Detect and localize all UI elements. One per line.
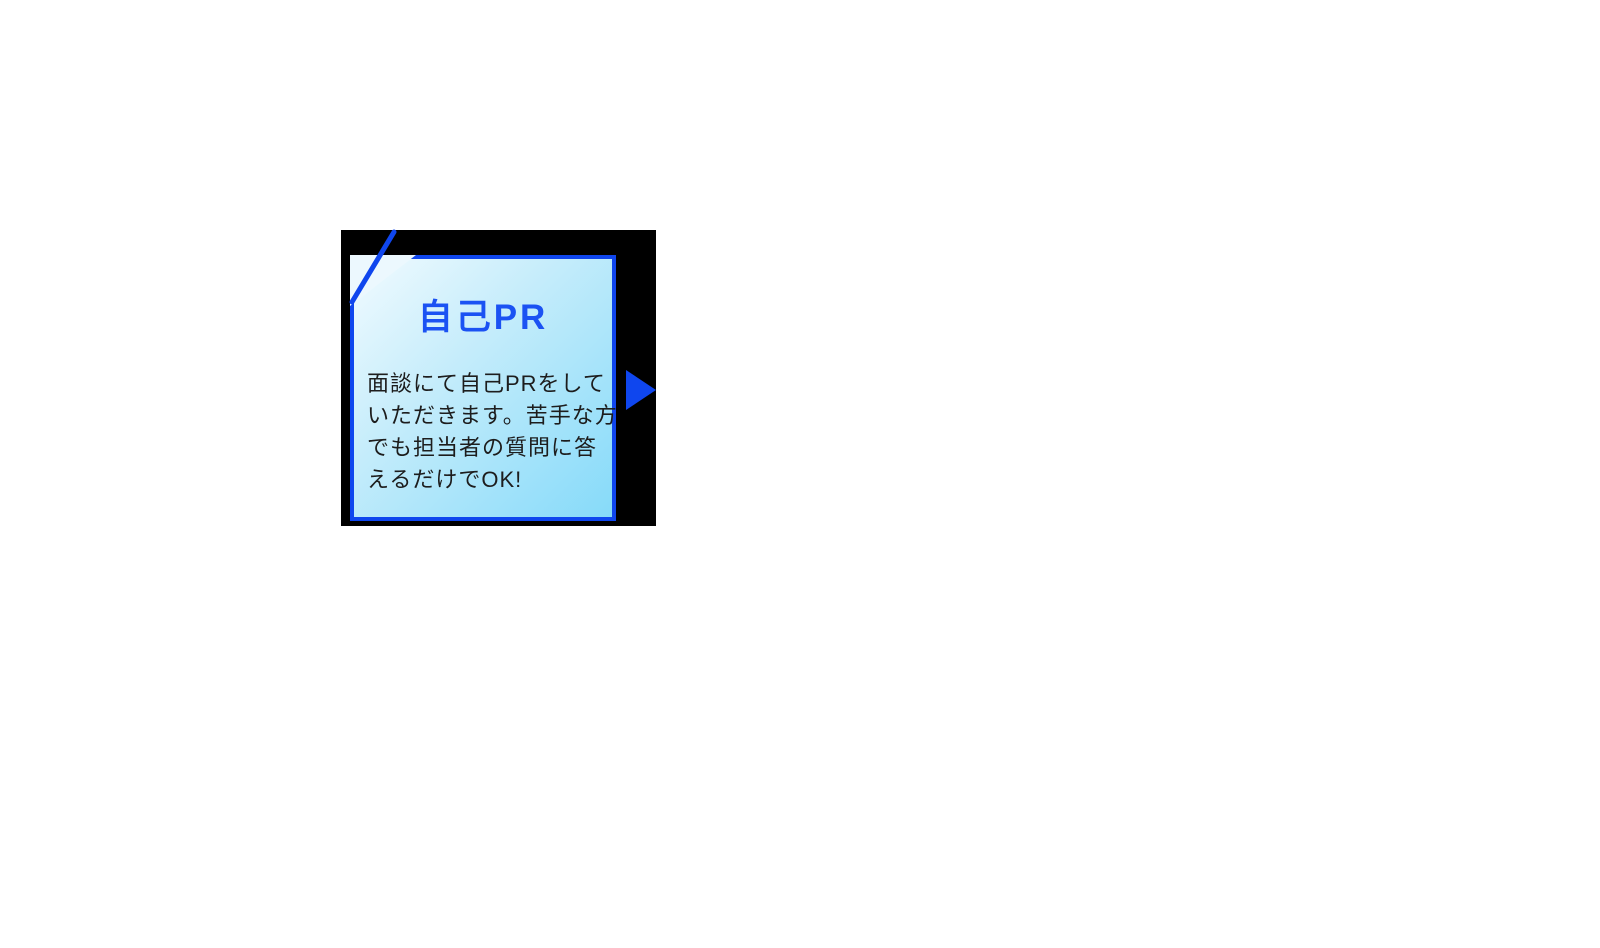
corner-accent-slash-icon: [349, 229, 397, 305]
card-description-line: いただきます。苦手な方: [367, 403, 618, 428]
corner-highlight-wedge: [350, 255, 416, 306]
card-description-line: でも担当者の質問に答: [367, 435, 598, 460]
card-graphics: [341, 229, 656, 526]
card-panel: [350, 255, 616, 521]
card-description: 面談にて自己PRをして いただきます。苦手な方 でも担当者の質問に答 えるだけで…: [367, 368, 618, 496]
self-pr-step-card: [336, 226, 658, 528]
card-description-line: 面談にて自己PRをして: [367, 371, 606, 396]
arrow-right-icon: [626, 370, 656, 410]
card-description-line: えるだけでOK!: [367, 467, 523, 492]
card-title: 自己PR: [417, 298, 549, 337]
